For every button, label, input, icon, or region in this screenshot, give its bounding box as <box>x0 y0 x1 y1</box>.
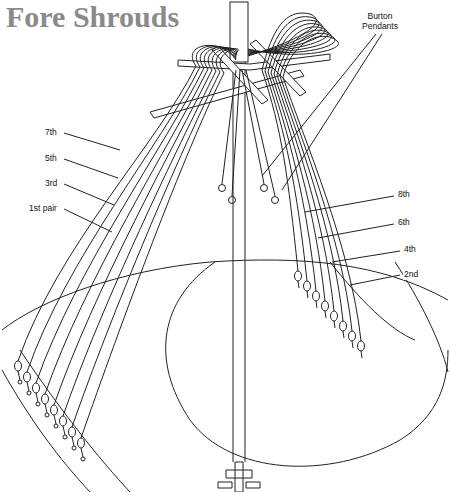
lanyard <box>45 404 47 413</box>
pendant-thimble <box>272 197 279 204</box>
pendant-thimble <box>261 185 268 192</box>
deadeye <box>42 394 49 404</box>
deck-outline <box>166 262 448 466</box>
shroud <box>283 77 361 341</box>
lanyard <box>36 393 38 402</box>
deck-outline <box>2 260 448 330</box>
deadeye <box>313 291 320 301</box>
chainplate <box>45 413 49 417</box>
chainplate <box>54 424 58 428</box>
deadeye <box>358 341 365 351</box>
shroud <box>81 73 224 438</box>
shroud <box>63 71 216 416</box>
leader-line <box>305 196 400 285</box>
mast <box>233 62 234 462</box>
hull-side <box>2 370 90 492</box>
shroud-eye <box>212 48 236 71</box>
lanyard <box>325 311 326 318</box>
deadeye <box>295 271 302 281</box>
burton-pendant <box>222 70 275 196</box>
pendant-thimble <box>229 197 236 204</box>
deadeye <box>304 281 311 291</box>
lanyard <box>343 331 344 338</box>
deadeye <box>15 361 22 371</box>
pendant-thimble <box>219 185 226 192</box>
chainplate <box>27 391 31 395</box>
lanyard <box>307 291 308 298</box>
lanyard <box>63 426 65 435</box>
shroud <box>271 73 325 301</box>
lanyard <box>81 448 83 457</box>
deadeye <box>24 372 31 382</box>
deadeye <box>349 331 356 341</box>
deadeye <box>340 321 347 331</box>
deadeye <box>33 383 40 393</box>
chainplate <box>63 435 67 439</box>
lanyard <box>316 301 317 308</box>
shroud <box>18 66 196 361</box>
callout-number: 3rd <box>44 179 58 189</box>
callout-number: 5th <box>44 154 58 164</box>
shroud-eye <box>248 36 339 77</box>
deadeye <box>322 301 329 311</box>
deadeye <box>51 405 58 415</box>
lanyard <box>361 351 362 358</box>
shroud-eye <box>208 48 236 70</box>
lanyard <box>18 371 20 380</box>
lanyard <box>352 341 353 348</box>
shroud <box>36 68 204 383</box>
lanyard <box>334 321 335 328</box>
lanyard <box>298 281 299 288</box>
chainplate <box>81 457 85 461</box>
deck-outline <box>20 350 130 492</box>
callout-number: 4th <box>403 245 417 255</box>
lanyard <box>54 415 56 424</box>
shroud <box>54 70 212 405</box>
hull-side <box>395 262 448 372</box>
chainplate <box>72 446 76 450</box>
chainplate <box>36 402 40 406</box>
mast-step <box>218 462 260 492</box>
deadeye <box>69 427 76 437</box>
shroud-eye <box>248 17 319 71</box>
callout-number: 1st pair <box>28 204 58 214</box>
callout-number: 6th <box>397 218 411 228</box>
chainplate <box>18 380 22 384</box>
leader-line <box>64 133 120 232</box>
shroud <box>45 69 208 394</box>
mast <box>245 62 246 462</box>
callout-number: 2nd <box>403 270 419 280</box>
shroud <box>72 72 220 427</box>
callout-number: 7th <box>44 128 58 138</box>
deadeye <box>60 416 67 426</box>
deadeye <box>331 311 338 321</box>
shroud <box>27 67 200 372</box>
shroud <box>277 75 343 321</box>
title: Fore Shrouds <box>6 2 179 32</box>
shroud <box>280 76 352 331</box>
shroud-eye <box>220 49 238 73</box>
lanyard <box>72 437 74 446</box>
label-name: Burton Pendants <box>356 12 404 32</box>
callout-number: 8th <box>397 190 411 200</box>
deadeye <box>78 438 85 448</box>
lanyard <box>27 382 29 391</box>
